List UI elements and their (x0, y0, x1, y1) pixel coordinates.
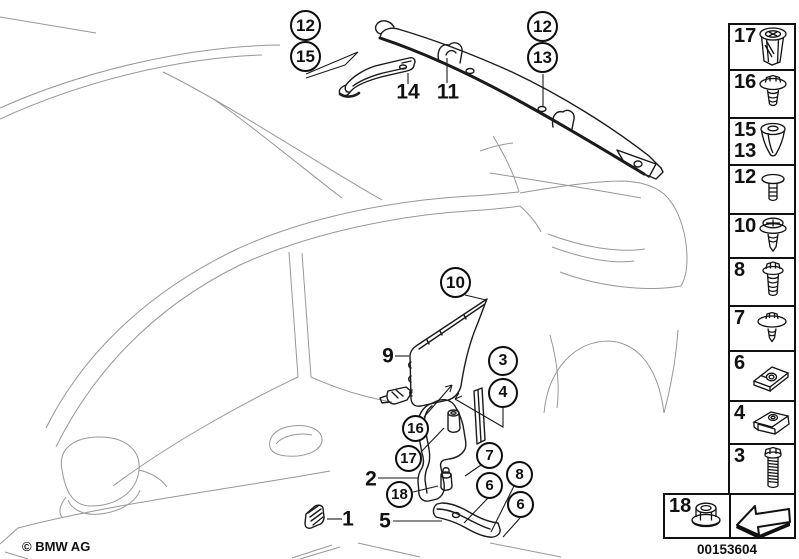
legend-item-12[interactable]: 12 (728, 164, 796, 215)
part-1-plug (305, 505, 324, 528)
callout-13[interactable]: 13 (527, 42, 558, 73)
legend-item-3[interactable]: 3 (728, 443, 796, 495)
legend-label: 15 (734, 119, 757, 141)
callout-4[interactable]: 4 (488, 378, 518, 408)
callout-6-upper[interactable]: 6 (476, 472, 503, 499)
callout-6-lower[interactable]: 6 (507, 491, 534, 518)
part-label-14[interactable]: 14 (396, 80, 420, 104)
legend-label: 8 (734, 259, 746, 281)
callout-15[interactable]: 15 (290, 41, 321, 72)
legend-label: 18 (669, 495, 692, 517)
legend-item-10[interactable]: 10 (728, 213, 796, 259)
legend-item-17[interactable]: 17 (728, 23, 796, 71)
legend-label: 6 (734, 352, 746, 374)
callout-3[interactable]: 3 (488, 346, 518, 376)
legend-label: 7 (734, 307, 746, 329)
legend-label: 10 (734, 215, 757, 237)
legend-item-7[interactable]: 7 (728, 305, 796, 352)
legend-label: 4 (734, 402, 746, 424)
phillips-screw-icon (753, 215, 793, 257)
u-clip-nut-icon (749, 403, 793, 443)
callout-10[interactable]: 10 (440, 267, 471, 298)
callout-17[interactable]: 17 (395, 445, 422, 472)
callout-16[interactable]: 16 (402, 415, 429, 442)
u-clip-nut-icon (749, 354, 793, 398)
diagram-number: 00153604 (697, 542, 758, 557)
cone-clip-icon (753, 120, 793, 164)
part-label-1[interactable]: 1 (342, 507, 354, 531)
car-body-outline (0, 17, 687, 559)
part-5-sill-bracket (433, 503, 500, 537)
hex-washer-screw-icon (751, 309, 793, 349)
push-pin-icon (753, 170, 793, 210)
legend-label: 12 (734, 166, 757, 188)
part-label-5[interactable]: 5 (379, 509, 391, 533)
callout-12-roof-right[interactable]: 12 (527, 11, 558, 42)
hex-bolt-icon (753, 446, 793, 492)
part-label-2[interactable]: 2 (365, 467, 377, 491)
legend-label: 3 (734, 445, 746, 467)
hex-flange-screw-icon (753, 260, 793, 304)
callout-7[interactable]: 7 (476, 442, 503, 469)
callout-leader-lines (306, 52, 543, 537)
legend-item-6[interactable]: 6 (728, 350, 796, 402)
legend-item-15-13[interactable]: 15 13 (728, 117, 796, 166)
expansion-rivet-icon (753, 25, 793, 69)
legend-label: 17 (734, 25, 757, 47)
callout-12-roof-left[interactable]: 12 (290, 10, 321, 41)
flange-nut-icon (682, 496, 728, 536)
part-label-11[interactable]: 11 (436, 80, 460, 104)
legend-direction-box[interactable] (729, 493, 796, 539)
direction-arrow-icon (736, 497, 794, 539)
legend-item-16[interactable]: 16 (728, 69, 796, 119)
legend-label: 13 (734, 140, 757, 162)
legend-label: 16 (734, 71, 757, 93)
part-11-roof-trim-strip (376, 21, 663, 179)
trim-parts-drawing (305, 21, 663, 537)
part-14-roof-trim-front (339, 58, 415, 97)
callout-8[interactable]: 8 (506, 461, 533, 488)
copyright-text: © BMW AG (22, 539, 91, 554)
flange-screw-icon (753, 73, 793, 115)
part-label-9[interactable]: 9 (382, 344, 394, 368)
legend-item-18[interactable]: 18 (663, 493, 731, 539)
legend-item-8[interactable]: 8 (728, 257, 796, 307)
legend-item-4[interactable]: 4 (728, 400, 796, 445)
callout-18[interactable]: 18 (386, 481, 413, 508)
part-9-pillar-trim-panel (380, 299, 487, 406)
